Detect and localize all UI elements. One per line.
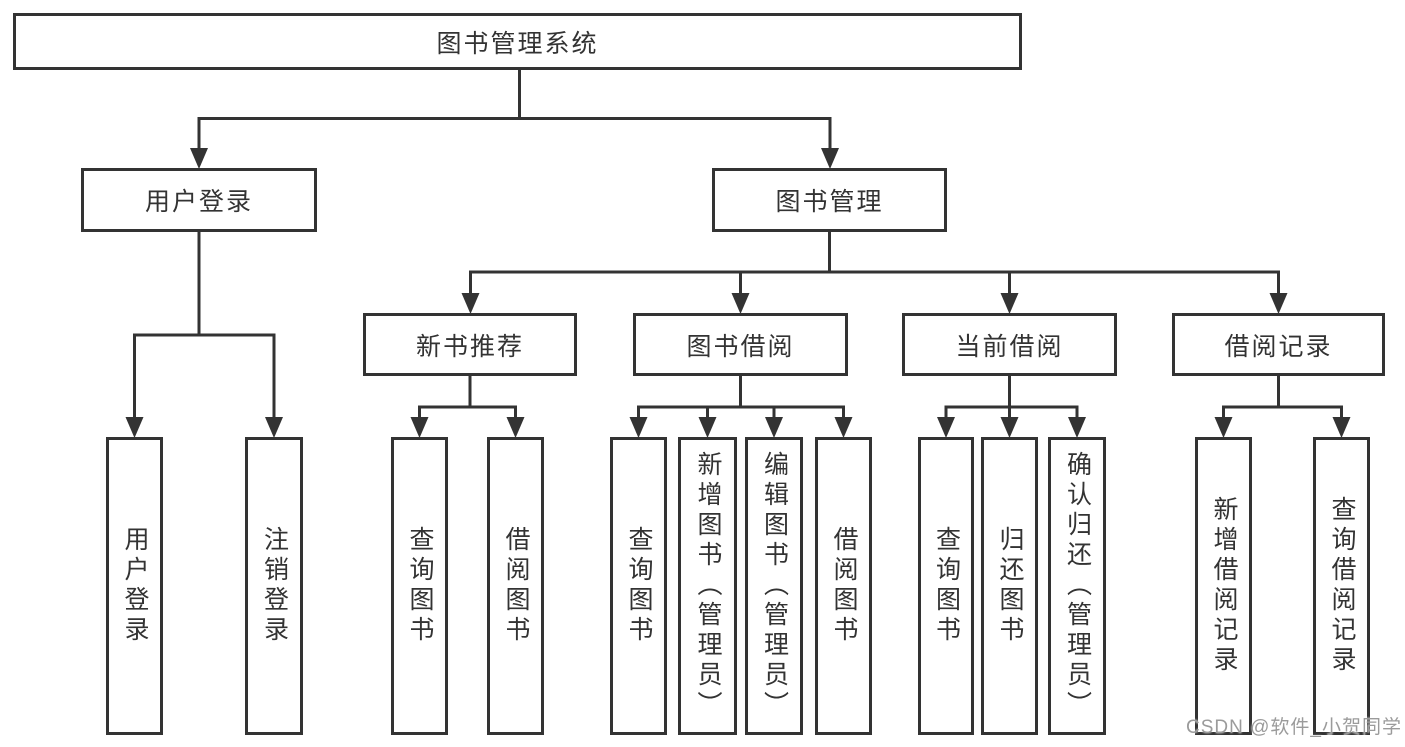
node-new-book-recommendation-label: 新书推荐 — [415, 332, 524, 361]
leaf-add-borrow-record: 新增借阅记录 — [1195, 437, 1252, 735]
node-book-management: 图书管理 — [712, 168, 947, 232]
leaf-query-books-borrowing: 查询图书 — [610, 437, 667, 735]
node-current-borrowing-label: 当前借阅 — [955, 332, 1064, 361]
leaf-query-borrow-record: 查询借阅记录 — [1313, 437, 1370, 735]
leaf-user-login-label: 用户登录 — [121, 526, 149, 646]
csdn-watermark: CSDN @软件_小贺同学 — [1186, 717, 1402, 738]
leaf-borrow-books-borrowing: 借阅图书 — [815, 437, 872, 735]
node-current-borrowing: 当前借阅 — [902, 313, 1117, 376]
leaf-return-books: 归还图书 — [981, 437, 1038, 735]
leaf-query-books-newbook-label: 查询图书 — [406, 526, 434, 646]
leaf-add-borrow-record-label: 新增借阅记录 — [1210, 496, 1238, 676]
leaf-borrow-books-newbook-label: 借阅图书 — [502, 526, 530, 646]
leaf-return-books-label: 归还图书 — [996, 526, 1024, 646]
leaf-borrow-books-newbook: 借阅图书 — [487, 437, 544, 735]
leaf-edit-books-admin: 编辑图书（管理员） — [745, 437, 803, 735]
node-new-book-recommendation: 新书推荐 — [363, 313, 577, 376]
leaf-query-books-borrowing-label: 查询图书 — [625, 526, 653, 646]
node-root-library-system: 图书管理系统 — [13, 13, 1022, 70]
node-book-management-label: 图书管理 — [775, 188, 884, 216]
leaf-query-borrow-record-label: 查询借阅记录 — [1328, 496, 1356, 676]
node-user-login: 用户登录 — [81, 168, 317, 232]
node-book-borrowing-label: 图书借阅 — [686, 332, 795, 361]
node-root-label: 图书管理系统 — [436, 29, 599, 58]
node-borrowing-records-label: 借阅记录 — [1224, 332, 1333, 361]
leaf-query-books-newbook: 查询图书 — [391, 437, 448, 735]
leaf-logout: 注销登录 — [245, 437, 303, 735]
node-user-login-label: 用户登录 — [144, 188, 253, 216]
leaf-edit-books-admin-label: 编辑图书（管理员） — [760, 451, 789, 721]
leaf-query-books-current: 查询图书 — [918, 437, 974, 735]
node-borrowing-records: 借阅记录 — [1172, 313, 1385, 376]
leaf-borrow-books-borrowing-label: 借阅图书 — [830, 526, 858, 646]
leaf-confirm-return-admin-label: 确认归还（管理员） — [1063, 451, 1092, 721]
node-book-borrowing: 图书借阅 — [633, 313, 848, 376]
leaf-user-login: 用户登录 — [106, 437, 163, 735]
leaf-add-books-admin: 新增图书（管理员） — [678, 437, 737, 735]
leaf-confirm-return-admin: 确认归还（管理员） — [1048, 437, 1106, 735]
leaf-query-books-current-label: 查询图书 — [932, 526, 961, 646]
leaf-add-books-admin-label: 新增图书（管理员） — [694, 451, 722, 721]
leaf-logout-label: 注销登录 — [260, 526, 289, 646]
